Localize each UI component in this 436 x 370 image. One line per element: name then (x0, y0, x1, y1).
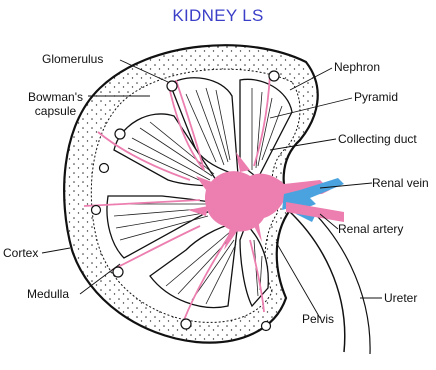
renal-artery (286, 202, 344, 222)
label-pyramid: Pyramid (354, 90, 398, 104)
label-ureter: Ureter (384, 291, 417, 305)
label-collecting-duct: Collecting duct (338, 132, 417, 146)
label-glomerulus: Glomerulus (42, 52, 103, 66)
label-renal-artery: Renal artery (338, 222, 403, 236)
label-cortex: Cortex (3, 246, 38, 260)
label-pelvis: Pelvis (302, 312, 334, 326)
label-medulla: Medulla (27, 287, 69, 301)
label-nephron: Nephron (334, 60, 380, 74)
ureter (288, 210, 345, 352)
label-bowmans-capsule: Bowman's capsule (28, 90, 83, 118)
label-renal-vein: Renal vein (372, 176, 429, 190)
